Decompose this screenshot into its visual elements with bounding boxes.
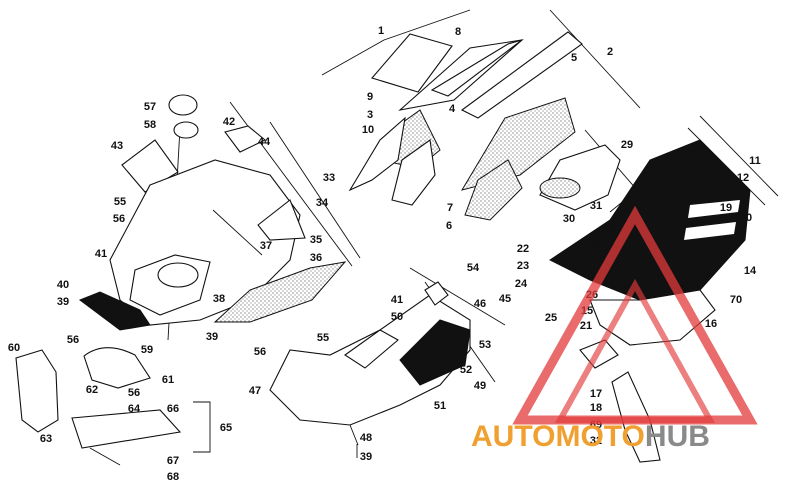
callout-27: 27 [588, 238, 600, 250]
callout-32: 32 [590, 435, 602, 447]
callout-4: 4 [449, 103, 456, 115]
callout-5: 5 [571, 52, 577, 64]
watermark: AUTOMOTOHUB [471, 205, 758, 453]
callout-7: 7 [447, 202, 453, 214]
callout-49: 49 [474, 380, 486, 392]
callout-50: 50 [391, 311, 403, 323]
callout-48: 48 [360, 432, 372, 444]
callout-1: 1 [378, 25, 384, 37]
callout-43: 43 [111, 140, 123, 152]
callout-55: 55 [114, 196, 126, 208]
callout-21: 21 [580, 320, 592, 332]
callout-42: 42 [223, 116, 235, 128]
callout-36: 36 [310, 252, 322, 264]
callout-65: 65 [220, 422, 232, 434]
callout-47: 47 [249, 385, 261, 397]
callout-23: 23 [517, 260, 529, 272]
callout-22: 22 [517, 243, 529, 255]
callout-14: 14 [744, 265, 757, 277]
callout-35: 35 [310, 234, 322, 246]
callout-27: 27 [646, 164, 658, 176]
watermark-triangle-inner [554, 278, 716, 423]
callout-13: 13 [719, 185, 731, 197]
callout-55: 55 [317, 332, 329, 344]
callout-41: 41 [391, 294, 403, 306]
watermark-hub: HUB [645, 420, 710, 453]
callout-44: 44 [258, 136, 271, 148]
callout-40: 40 [57, 279, 69, 291]
callout-25: 25 [545, 312, 557, 324]
callout-66: 66 [167, 403, 179, 415]
callout-70: 70 [730, 294, 742, 306]
callout-59: 59 [141, 344, 153, 356]
belly-pan [269, 281, 471, 446]
callout-57: 57 [144, 101, 156, 113]
callout-32: 32 [619, 280, 631, 292]
callout-61: 61 [162, 374, 174, 386]
callout-38: 38 [213, 293, 225, 305]
callout-54: 54 [467, 262, 480, 274]
callout-56: 56 [67, 334, 79, 346]
callout-10: 10 [362, 124, 374, 136]
watermark-auto: AUTO [471, 420, 555, 453]
callout-28: 28 [602, 225, 614, 237]
windshield-group [348, 31, 583, 221]
callout-31: 31 [590, 200, 602, 212]
callout-39: 39 [206, 331, 218, 343]
callout-8: 8 [455, 26, 461, 38]
callout-39: 39 [57, 296, 69, 308]
callout-39: 39 [360, 451, 372, 463]
callout-53: 53 [479, 339, 491, 351]
callout-19: 19 [720, 202, 732, 214]
callout-60: 60 [8, 342, 20, 354]
callout-17: 17 [590, 388, 602, 400]
callout-33: 33 [323, 172, 335, 184]
callout-46: 46 [474, 298, 486, 310]
callout-58: 58 [144, 119, 156, 131]
callout-56: 56 [254, 346, 266, 358]
callout-51: 51 [434, 400, 446, 412]
callout-62: 62 [86, 384, 98, 396]
callout-67: 67 [167, 455, 179, 467]
svg-text:AUTOMOTOHUB: AUTOMOTOHUB [471, 420, 710, 453]
callout-30: 30 [563, 213, 575, 225]
callout-34: 34 [316, 197, 329, 209]
callout-52: 52 [460, 364, 472, 376]
hood-assembly [78, 94, 347, 331]
callout-6: 6 [446, 220, 452, 232]
callout-9: 9 [367, 91, 373, 103]
callout-11: 11 [749, 155, 761, 167]
callout-16: 16 [705, 318, 717, 330]
callout-63: 63 [40, 433, 52, 445]
side-panel-group [15, 347, 182, 466]
callout-20: 20 [740, 212, 752, 224]
callout-2: 2 [607, 46, 613, 58]
callout-41: 41 [95, 248, 107, 260]
callout-24: 24 [515, 278, 528, 290]
callout-56: 56 [128, 387, 140, 399]
callout-18: 18 [590, 402, 602, 414]
side-graphic-group [539, 139, 751, 463]
callout-64: 64 [128, 403, 141, 415]
callout-68: 68 [167, 471, 179, 483]
callout-56: 56 [113, 213, 125, 225]
callout-29: 29 [621, 139, 633, 151]
callout-12: 12 [737, 172, 749, 184]
callout-37: 37 [260, 240, 272, 252]
watermark-moto: MOTO [555, 420, 644, 453]
callout-3: 3 [367, 109, 373, 121]
callout-45: 45 [499, 293, 511, 305]
